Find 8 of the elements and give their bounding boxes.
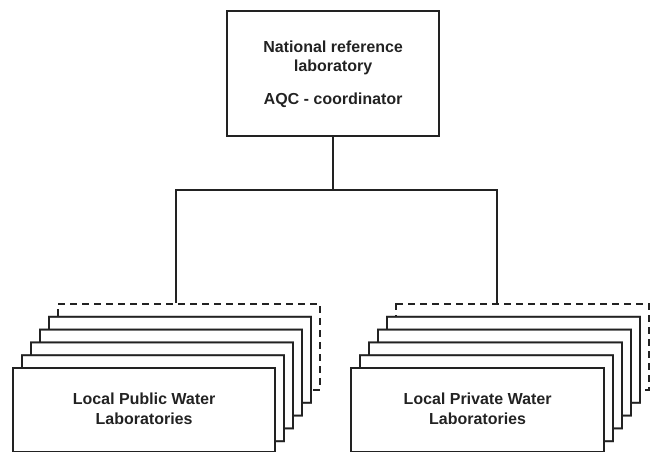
box-label: Local Public Water Laboratories: [72, 390, 216, 429]
process-box: [226, 10, 440, 137]
stacked-boxes: [350, 303, 650, 452]
box-label: AQC - coordinator: [264, 90, 402, 110]
box-label: National reference laboratory: [262, 38, 404, 76]
stacked-boxes: [12, 303, 322, 452]
box-label: Local Private Water Laboratories: [402, 390, 552, 429]
connector-line: [332, 137, 498, 303]
